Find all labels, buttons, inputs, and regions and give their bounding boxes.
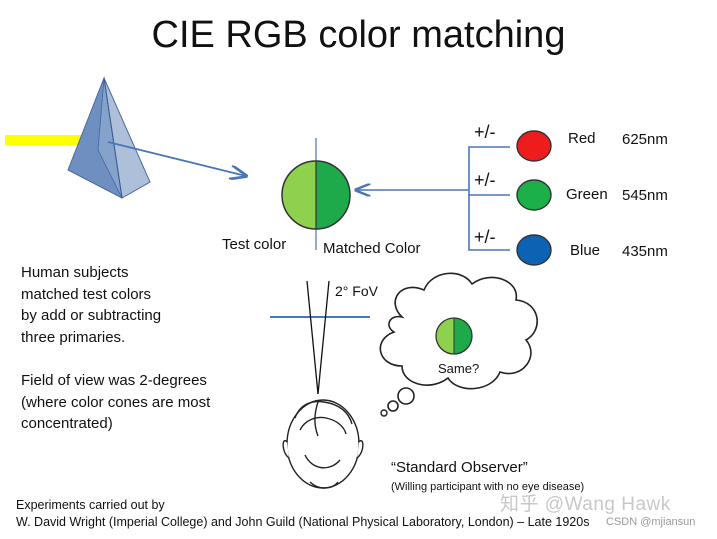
matched-color-label: Matched Color: [323, 240, 421, 257]
test-color-label: Test color: [222, 236, 287, 253]
fov-ray-left: [306, 280, 319, 395]
primary-sign-green: +/-: [474, 170, 496, 190]
matched-color-half: [316, 161, 350, 229]
slide-title: CIE RGB color matching: [151, 14, 566, 56]
thought-matched-half: [454, 318, 472, 354]
light-beam: [5, 135, 87, 145]
prism-icon: [67, 76, 151, 199]
primary-name-green: Green: [566, 186, 608, 203]
thought-field: [435, 317, 473, 355]
primary-sign-red: +/-: [474, 122, 496, 142]
test-color-half: [282, 161, 316, 229]
watermark-small: CSDN @mjiansun: [606, 516, 696, 528]
footer-credits: Experiments carried out by W. David Wrig…: [16, 498, 590, 529]
red-primary-circle: [516, 130, 552, 162]
prism-output-arrow: [107, 141, 246, 176]
primaries-bracket: [468, 146, 510, 251]
description-paragraph-2: Field of view was 2-degrees (where color…: [21, 372, 211, 432]
observer-title: “Standard Observer”: [391, 459, 528, 476]
primary-wavelength-red: 625nm: [622, 131, 668, 148]
observer-note: (Willing participant with no eye disease…: [391, 481, 585, 493]
description-paragraph-1: Human subjects matched test colors by ad…: [21, 264, 162, 346]
primary-sign-blue: +/-: [474, 227, 496, 247]
primary-name-blue: Blue: [570, 242, 601, 259]
observer-head-icon: [282, 399, 364, 489]
fov-label: 2° FoV: [335, 283, 378, 299]
fov-ray-right: [317, 280, 330, 395]
thought-dot-large: [397, 387, 415, 405]
green-primary-circle: [516, 179, 552, 211]
primary-name-red: Red: [568, 130, 596, 147]
thought-label: Same?: [438, 361, 480, 376]
bipartite-field: [281, 160, 351, 230]
blue-primary-circle: [516, 234, 552, 266]
watermark: 知乎 @Wang Hawk: [500, 494, 671, 515]
thought-dot-small: [380, 409, 388, 417]
primary-wavelength-green: 545nm: [622, 187, 668, 204]
thought-test-half: [436, 318, 454, 354]
primary-wavelength-blue: 435nm: [622, 243, 668, 260]
thought-dot-medium: [387, 400, 399, 412]
